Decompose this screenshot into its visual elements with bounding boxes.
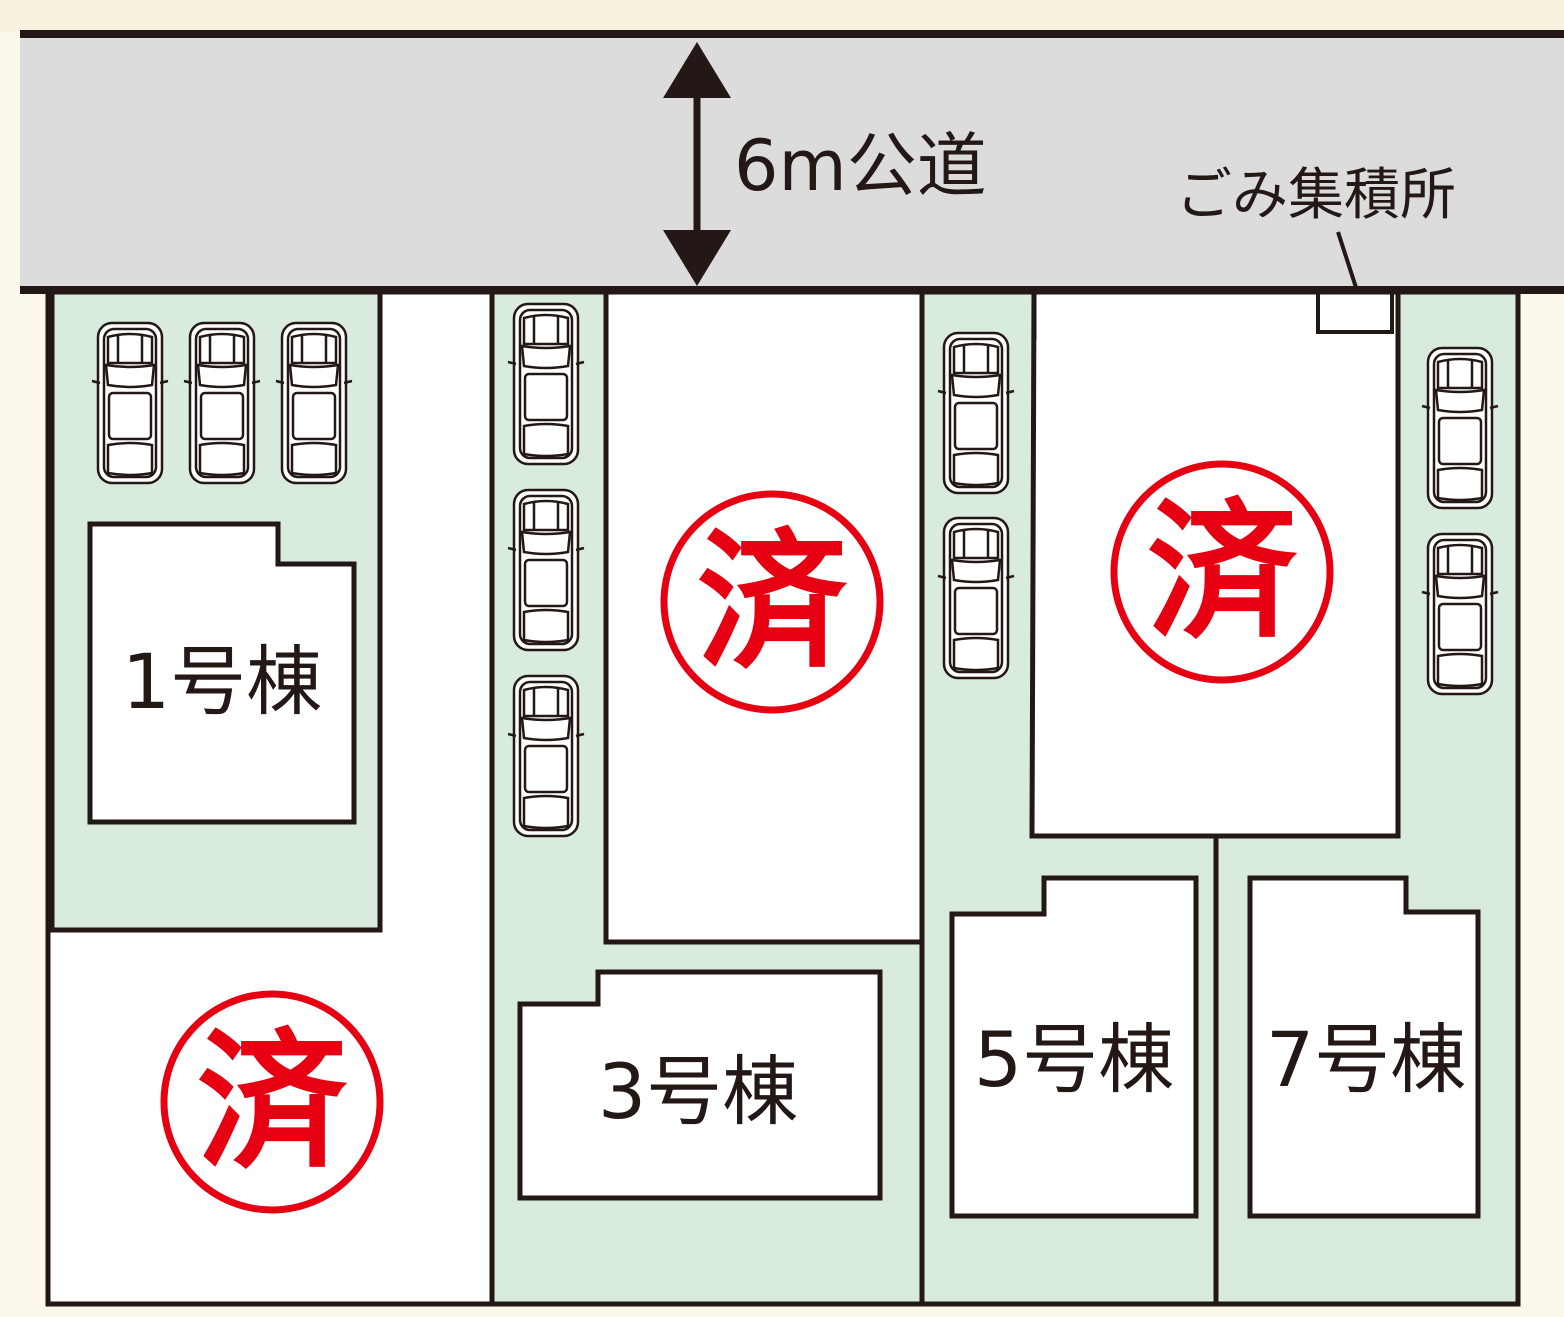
- house-7: [1247, 875, 1481, 1219]
- garbage-label: ごみ集積所: [1176, 163, 1456, 228]
- lot-1-label: 1号棟: [122, 637, 322, 726]
- lot-7-label: 7号棟: [1266, 1015, 1466, 1104]
- sold-stamp-icon: 済: [660, 490, 884, 714]
- sold-stamp-text: 済: [197, 1014, 348, 1190]
- lot-3: [489, 289, 925, 1307]
- garbage-area: [1316, 290, 1394, 334]
- car-icon: [182, 321, 262, 485]
- house-5: [949, 875, 1199, 1219]
- lot-1: [45, 289, 495, 1307]
- sold-stamp-text: 済: [1147, 484, 1298, 660]
- sold-stamp-text: 済: [697, 514, 848, 690]
- car-icon: [1420, 346, 1500, 510]
- car-icon: [90, 321, 170, 485]
- house-1: [87, 521, 357, 825]
- top-strip: [0, 0, 1564, 32]
- road: [20, 34, 1564, 290]
- double-arrow-icon: [663, 42, 731, 286]
- lot-3-label: 3号棟: [598, 1047, 798, 1136]
- car-icon: [274, 321, 354, 485]
- road-label: 6m公道: [734, 125, 987, 207]
- lot-5-label: 5号棟: [974, 1015, 1174, 1104]
- car-icon: [1420, 532, 1500, 696]
- car-icon: [506, 488, 586, 652]
- car-icon: [506, 302, 586, 466]
- car-icon: [506, 674, 586, 838]
- car-icon: [936, 516, 1016, 680]
- house-3: [517, 969, 883, 1201]
- sold-stamp-icon: 済: [160, 990, 384, 1214]
- car-icon: [936, 331, 1016, 495]
- sold-stamp-icon: 済: [1110, 460, 1334, 684]
